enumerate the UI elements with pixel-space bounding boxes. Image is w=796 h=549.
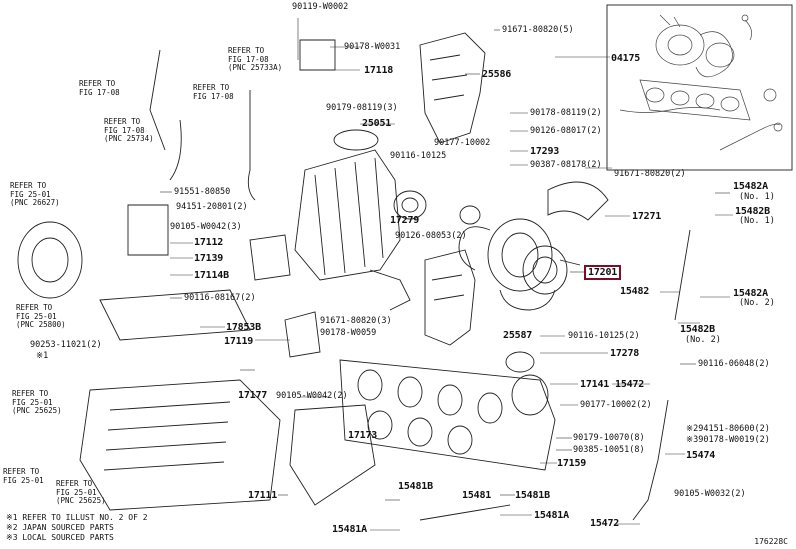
part-label-17141[interactable]: 17141	[580, 379, 610, 390]
turbocharger-drawing	[459, 206, 580, 310]
part-label-90178-w0031[interactable]: 90178-W0031	[344, 42, 401, 52]
part-label-90119-w0002[interactable]: 90119-W0002	[292, 2, 349, 12]
part-label-15482b-no1[interactable]: 15482B	[735, 206, 770, 217]
footnotes: ※1 REFER TO ILLUST NO. 2 OF 2 ※2 JAPAN S…	[6, 513, 148, 543]
footnote-1: ※1 REFER TO ILLUST NO. 2 OF 2	[6, 513, 148, 522]
reference-fig-25-01-d: REFER TO FIG 25-01	[3, 467, 44, 485]
reference-fig-25-01-c: REFER TO FIG 25-01 (PNC 25625)	[12, 389, 62, 415]
part-label-17119[interactable]: 17119	[224, 336, 254, 347]
part-label-15481b-b[interactable]: 15481B	[515, 490, 550, 501]
part-label-90105-w0042-3[interactable]: 90105-W0042(3)	[170, 222, 242, 232]
part-label-90253-11021-2[interactable]: 90253-11021(2)	[30, 340, 102, 350]
part-label-94151-80600-2[interactable]: ※294151-80600(2)	[686, 424, 770, 434]
inset-turbo-assembly-drawing	[620, 15, 782, 150]
part-label-91671-80820-5[interactable]: 91671-80820(5)	[502, 25, 574, 35]
reference-fig-17-08-a: REFER TO FIG 17-08	[79, 79, 120, 97]
part-label-17279[interactable]: 17279	[390, 215, 420, 226]
part-label-17111[interactable]: 17111	[248, 490, 278, 501]
part-label-90179-08119-3[interactable]: 90179-08119(3)	[326, 103, 398, 113]
part-label-15482a-no1-note: (No. 1)	[739, 192, 775, 202]
footnote-2: ※2 JAPAN SOURCED PARTS	[6, 523, 114, 532]
part-label-17139[interactable]: 17139	[194, 253, 224, 264]
part-label-15481b-a[interactable]: 15481B	[398, 481, 433, 492]
exhaust-manifold-drawing	[340, 360, 555, 470]
part-label-04175[interactable]: 04175	[611, 53, 641, 64]
part-label-90387-08178-2[interactable]: 90387-08178(2)	[530, 160, 602, 170]
reference-fig-25-01-e: REFER TO FIG 25-01 (PNC 25625)	[56, 479, 106, 505]
catalytic-converter-drawing	[295, 130, 410, 310]
reference-fig-17-08-c: REFER TO FIG 17-08 (PNC 25733A)	[228, 46, 283, 72]
part-label-15482b-no2-note: (No. 2)	[685, 335, 721, 345]
small-parts-drawing	[150, 40, 690, 520]
reference-fig-25-01-b: REFER TO FIG 25-01 (PNC 25800)	[16, 303, 66, 329]
part-label-90177-10002-2[interactable]: 90177-10002(2)	[580, 400, 652, 410]
part-label-15474[interactable]: 15474	[686, 450, 716, 461]
part-label-15482b-no2[interactable]: 15482B	[680, 324, 715, 335]
part-label-15472-b[interactable]: 15472	[590, 518, 620, 529]
part-label-90385-10051-8[interactable]: 90385-10051(8)	[573, 445, 645, 455]
part-label-17177[interactable]: 17177	[238, 390, 268, 401]
part-label-90178-w0019-2[interactable]: ※390178-W0019(2)	[686, 435, 770, 445]
intake-manifold-drawing	[18, 205, 280, 510]
part-label-90126-08017-2[interactable]: 90126-08017(2)	[530, 126, 602, 136]
part-label-17293[interactable]: 17293	[530, 146, 560, 157]
part-label-94151-20801-2[interactable]: 94151-20801(2)	[176, 202, 248, 212]
part-label-90178-08119-2[interactable]: 90178-08119(2)	[530, 108, 602, 118]
part-label-90116-10125-2[interactable]: 90116-10125(2)	[568, 331, 640, 341]
part-label-17159[interactable]: 17159	[557, 458, 587, 469]
part-label-25586[interactable]: 25586	[482, 69, 512, 80]
part-label-90126-08053-2[interactable]: 90126-08053(2)	[395, 231, 467, 241]
part-label-25051[interactable]: 25051	[362, 118, 392, 129]
part-label-91671-80820-2[interactable]: 91671-80820(2)	[614, 169, 686, 179]
part-label-90116-10125[interactable]: 90116-10125	[390, 151, 447, 161]
part-label-17114b[interactable]: 17114B	[194, 270, 229, 281]
heat-insulator-25586-drawing	[420, 33, 485, 143]
part-label-15481a-b[interactable]: 15481A	[332, 524, 367, 535]
reference-fig-17-08-d: REFER TO FIG 17-08	[193, 83, 234, 101]
reference-fig-17-08-b: REFER TO FIG 17-08 (PNC 25734)	[104, 117, 154, 143]
part-label-90177-10002[interactable]: 90177-10002	[434, 138, 491, 148]
part-label-90105-w0042-2[interactable]: 90105-W0042(2)	[276, 391, 348, 401]
leader-lines	[160, 18, 733, 530]
part-label-90116-06048-2[interactable]: 90116-06048(2)	[698, 359, 770, 369]
heat-insulator-25587-drawing	[425, 250, 475, 345]
part-label-90179-10070-8[interactable]: 90179-10070(8)	[573, 433, 645, 443]
part-label-25587[interactable]: 25587	[503, 330, 533, 341]
part-label-17112[interactable]: 17112	[194, 237, 224, 248]
part-label-15481[interactable]: 15481	[462, 490, 492, 501]
part-label-17173[interactable]: 17173	[348, 430, 378, 441]
part-label-15482a-no2[interactable]: 15482A	[733, 288, 768, 299]
reference-fig-25-01-a: REFER TO FIG 25-01 (PNC 26627)	[10, 181, 60, 207]
part-label-15472-a[interactable]: 15472	[615, 379, 645, 390]
part-label-91671-80820-3[interactable]: 91671-80820(3)	[320, 316, 392, 326]
part-label-15481a-a[interactable]: 15481A	[534, 510, 569, 521]
part-label-17278[interactable]: 17278	[610, 348, 640, 359]
part-label-note-star1: ※1	[36, 351, 49, 361]
part-label-15482a-no2-note: (No. 2)	[739, 298, 775, 308]
part-label-90105-w0032-2[interactable]: 90105-W0032(2)	[674, 489, 746, 499]
part-label-91551-80850[interactable]: 91551-80850	[174, 187, 231, 197]
part-label-15482b-no1-note: (No. 1)	[739, 216, 775, 226]
part-label-17271[interactable]: 17271	[632, 211, 662, 222]
drawing-number: 176228C	[754, 537, 788, 546]
part-label-15482a-no1[interactable]: 15482A	[733, 181, 768, 192]
part-label-17853b[interactable]: 17853B	[226, 322, 261, 333]
part-label-17201-highlighted[interactable]: 17201	[584, 265, 622, 280]
part-label-90116-08167-2[interactable]: 90116-08167(2)	[184, 293, 256, 303]
footnote-3: ※3 LOCAL SOURCED PARTS	[6, 533, 114, 542]
inset-frame	[607, 5, 792, 170]
part-label-15482[interactable]: 15482	[620, 286, 650, 297]
part-label-90178-w0059[interactable]: 90178-W0059	[320, 328, 377, 338]
part-label-17118[interactable]: 17118	[364, 65, 394, 76]
